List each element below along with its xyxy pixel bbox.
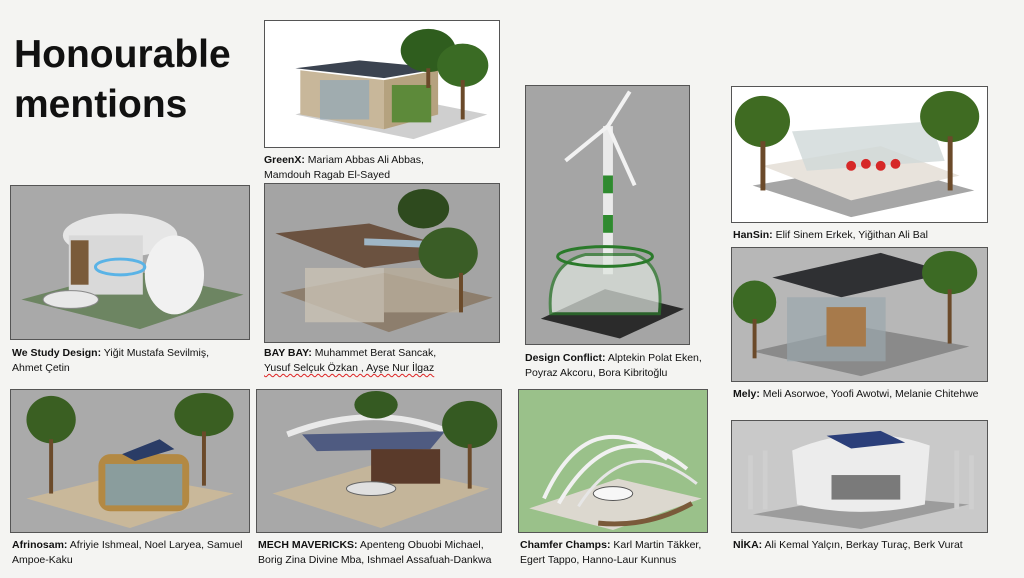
bay-bay-render-image	[264, 183, 500, 343]
title-line-1: Honourable	[14, 33, 231, 76]
hansin-members-line-1: Elif Sinem Erkek, Yiğithan Ali Bal	[772, 229, 928, 241]
hansin-caption: HanSin: Elif Sinem Erkek, Yiğithan Ali B…	[733, 228, 993, 243]
nika-caption: NİKA: Ali Kemal Yalçın, Berkay Turaç, Be…	[733, 538, 993, 553]
nika-team-name: NİKA:	[733, 539, 763, 551]
greenx-team-name: GreenX:	[264, 154, 305, 166]
design-conflict-caption: Design Conflict: Alptekin Polat Eken, Po…	[525, 351, 725, 381]
mech-mavericks-members-line-2: Borig Zina Divine Mba, Ishmael Assafuah-…	[258, 554, 492, 566]
bay-bay-team-name: BAY BAY:	[264, 347, 312, 359]
afrinosam-team-name: Afrinosam:	[12, 539, 68, 551]
we-study-design-team-name: We Study Design:	[12, 347, 102, 359]
bay-bay-caption: BAY BAY: Muhammet Berat Sancak, Yusuf Se…	[264, 346, 509, 376]
afrinosam-render-image	[10, 389, 250, 533]
design-conflict-members-line-2: Poyraz Akcoru, Bora Kibritoğlu	[525, 367, 668, 379]
mech-mavericks-members-line-1: Apenteng Obuobi Michael,	[357, 539, 484, 551]
chamfer-champs-members-line-1: Karl Martin Täkker,	[610, 539, 702, 551]
hansin-render-image	[731, 86, 988, 223]
greenx-render-image	[264, 20, 500, 148]
chamfer-champs-caption: Chamfer Champs: Karl Martin Täkker, Eger…	[520, 538, 725, 568]
design-conflict-render-image	[525, 85, 690, 345]
mech-mavericks-team-name: MECH MAVERICKS:	[258, 539, 358, 551]
page-title: Honourable mentions	[14, 30, 231, 130]
bay-bay-members-line-1: Muhammet Berat Sancak,	[311, 347, 437, 359]
we-study-design-members-line-1: Yiğit Mustafa Sevilmiş,	[101, 347, 210, 359]
mely-members-line-1: Meli Asorwoe, Yoofi Awotwi, Melanie Chit…	[759, 388, 979, 400]
greenx-members-line-2: Mamdouh Ragab El-Sayed	[264, 169, 391, 181]
design-conflict-members-line-1: Alptekin Polat Eken,	[605, 352, 702, 364]
mely-team-name: Mely:	[733, 388, 760, 400]
chamfer-champs-team-name: Chamfer Champs:	[520, 539, 611, 551]
we-study-design-caption: We Study Design: Yiğit Mustafa Sevilmiş,…	[12, 346, 257, 376]
title-line-2: mentions	[14, 83, 188, 126]
mely-render-image	[731, 247, 988, 382]
nika-render-image	[731, 420, 988, 533]
mech-mavericks-caption: MECH MAVERICKS: Apenteng Obuobi Michael,…	[258, 538, 513, 568]
afrinosam-members-line-1: Afriyie Ishmeal, Noel Laryea, Samuel	[67, 539, 243, 551]
hansin-team-name: HanSin:	[733, 229, 773, 241]
chamfer-champs-render-image	[518, 389, 708, 533]
greenx-members-line-1: Mariam Abbas Ali Abbas,	[304, 154, 424, 166]
afrinosam-caption: Afrinosam: Afriyie Ishmeal, Noel Laryea,…	[12, 538, 257, 568]
chamfer-champs-members-line-2: Egert Tappo, Hanno-Laur Kunnus	[520, 554, 677, 566]
we-study-design-members-line-2: Ahmet Çetin	[12, 362, 70, 374]
nika-members-line-1: Ali Kemal Yalçın, Berkay Turaç, Berk Vur…	[762, 539, 963, 551]
we-study-design-render-image	[10, 185, 250, 340]
mech-mavericks-render-image	[256, 389, 502, 533]
mely-caption: Mely: Meli Asorwoe, Yoofi Awotwi, Melani…	[733, 387, 998, 402]
greenx-caption: GreenX: Mariam Abbas Ali Abbas, Mamdouh …	[264, 153, 504, 183]
afrinosam-members-line-2: Ampoe-Kaku	[12, 554, 73, 566]
design-conflict-team-name: Design Conflict:	[525, 352, 606, 364]
bay-bay-members-line-2: Yusuf Selçuk Özkan , Ayşe Nur İlgaz	[264, 362, 435, 374]
